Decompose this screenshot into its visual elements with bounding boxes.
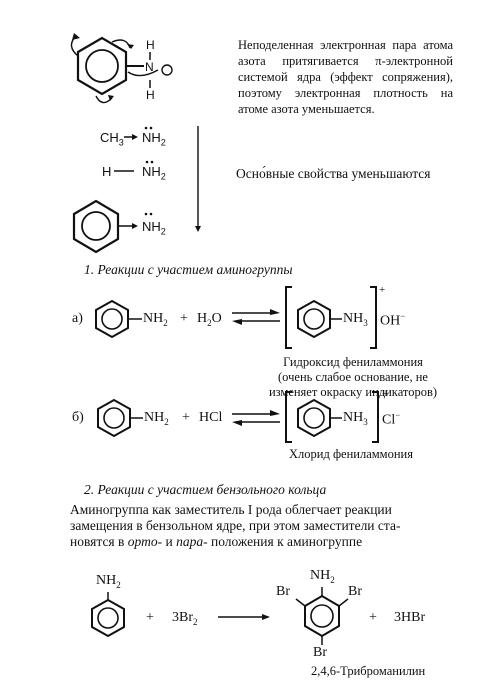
section-1-heading: 1. Реакции с участием аминогруппы — [84, 262, 293, 277]
product-br-ortho-left: Br — [276, 584, 290, 599]
conjugation-explanation: Неподеленная электронная пара атома азот… — [238, 38, 453, 116]
bromination-plus-1: + — [146, 610, 154, 625]
methylamine-nh2: NH2 — [142, 130, 166, 148]
reaction-a-nh2: NH2 — [143, 311, 168, 328]
reaction-b-label: б) — [72, 410, 84, 425]
reaction-a-caption: Гидроксид фениламмония (очень слабое осн… — [268, 355, 438, 399]
reaction-a-hydroxide: OH− — [380, 311, 406, 329]
reaction-a-cation-charge: + — [379, 284, 386, 296]
basic-properties-decrease: Осно́вные свойства уменьшаются — [236, 166, 431, 181]
product-nh2: NH2 — [310, 568, 335, 585]
methylamine-formula: CH3 — [100, 130, 124, 148]
bromination-plus-2: + — [369, 610, 377, 625]
ammonia-h: H — [102, 164, 112, 179]
aniline-h-bottom: H — [146, 88, 155, 102]
reaction-b-cation-charge: + — [382, 388, 389, 400]
reaction-b-nh3: NH3 — [343, 410, 368, 427]
product-br-ortho-right: Br — [348, 584, 362, 599]
aniline-nh2: NH2 — [142, 219, 166, 237]
reaction-a-plus: + — [180, 311, 188, 326]
section-2-heading: 2. Реакции с участием бензольного кольца — [84, 482, 327, 497]
reaction-b-caption: Хлорид фениламмония — [289, 447, 413, 461]
reaction-b-plus: + — [182, 410, 190, 425]
section-2-paragraph: Аминогруппа как заместитель I рода облег… — [70, 502, 401, 549]
hbr-product: 3HBr — [394, 610, 426, 625]
ammonia-nh2: NH2 — [142, 164, 166, 182]
reaction-a-label: а) — [72, 311, 83, 326]
aniline-nitrogen: N — [145, 60, 154, 74]
reaction-b-chloride: Cl− — [382, 410, 401, 428]
reactant-nh2: NH2 — [96, 573, 121, 590]
product-br-para: Br — [313, 645, 327, 660]
bromine-reagent: 3Br2 — [172, 610, 198, 627]
product-name-tribromoaniline: 2,4,6-Триброманилин — [311, 664, 426, 678]
reaction-b-hcl: HCl — [199, 410, 223, 425]
reaction-a-nh3: NH3 — [343, 311, 368, 328]
reaction-b-nh2: NH2 — [144, 410, 169, 427]
aniline-h-top: H — [146, 38, 155, 52]
reaction-a-water: H2O — [197, 311, 222, 328]
